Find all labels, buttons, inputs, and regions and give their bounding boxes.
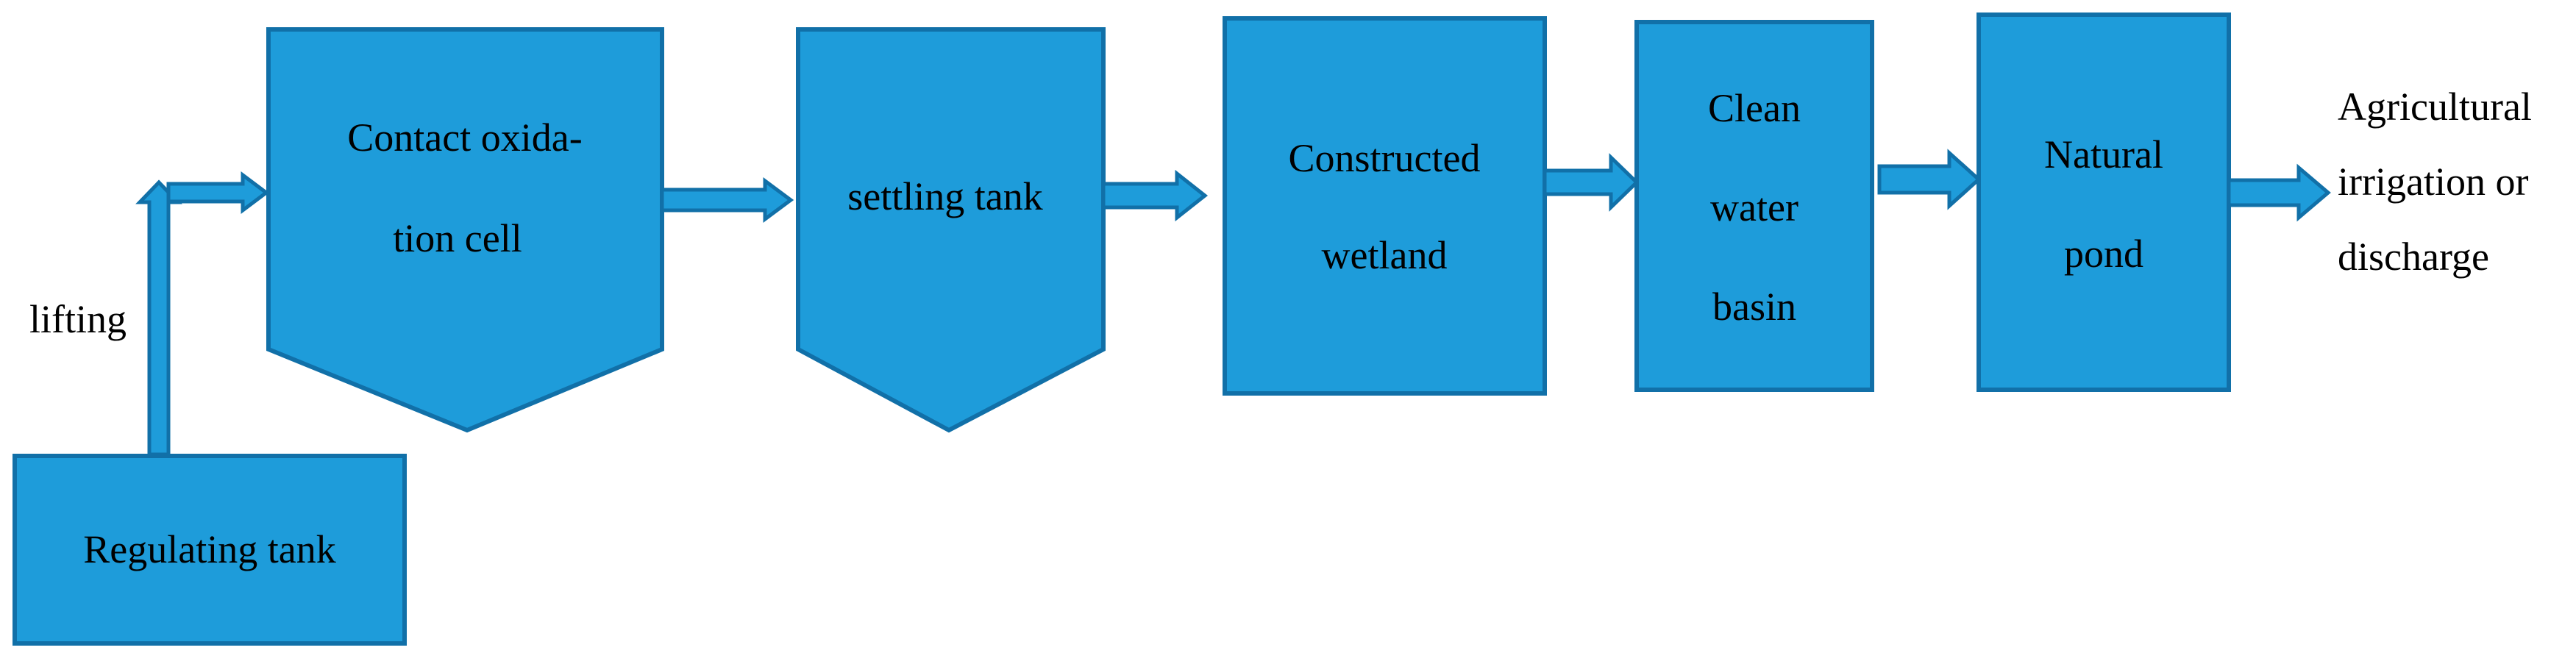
constructed-wetland-label-line2: wetland	[1322, 233, 1448, 277]
arrow-to-contact-oxidation	[166, 171, 270, 214]
arrow-to-clean-water-basin	[1543, 153, 1640, 212]
output-label-line3: discharge	[2338, 235, 2489, 279]
lifting-label: lifting	[29, 297, 127, 341]
clean-water-label-line1: Clean	[1708, 86, 1801, 130]
arrow-to-settling-tank	[660, 177, 794, 223]
arrow-to-constructed-wetland	[1101, 169, 1209, 222]
contact-oxidation-cell-node: Contact oxida- tion cell	[266, 27, 664, 433]
natural-pond-node: Natural pond	[1977, 13, 2231, 392]
output-label-line2: irrigation or	[2338, 160, 2528, 204]
arrow-to-output	[2227, 163, 2331, 222]
natural-pond-label-line2: pond	[2064, 232, 2143, 276]
regulating-tank-node: Regulating tank	[13, 454, 407, 646]
clean-water-label-line3: basin	[1712, 285, 1796, 329]
settling-tank-node: settling tank	[796, 27, 1106, 433]
contact-oxidation-label-line2: tion cell	[393, 216, 522, 260]
clean-water-label-line2: water	[1710, 185, 1798, 229]
lifting-arrow	[135, 179, 182, 457]
regulating-tank-label: Regulating tank	[83, 527, 335, 571]
output-label: Agricultural irrigation or discharge	[2338, 85, 2532, 279]
arrow-to-natural-pond	[1877, 149, 1982, 210]
settling-tank-label: settling tank	[847, 174, 1042, 218]
output-label-line1: Agricultural	[2338, 85, 2532, 129]
clean-water-basin-node: Clean water basin	[1634, 20, 1874, 392]
natural-pond-label-line1: Natural	[2044, 132, 2163, 176]
contact-oxidation-label-line1: Contact oxida-	[347, 115, 582, 160]
constructed-wetland-node: Constructed wetland	[1223, 16, 1547, 396]
constructed-wetland-label-line1: Constructed	[1289, 136, 1481, 180]
